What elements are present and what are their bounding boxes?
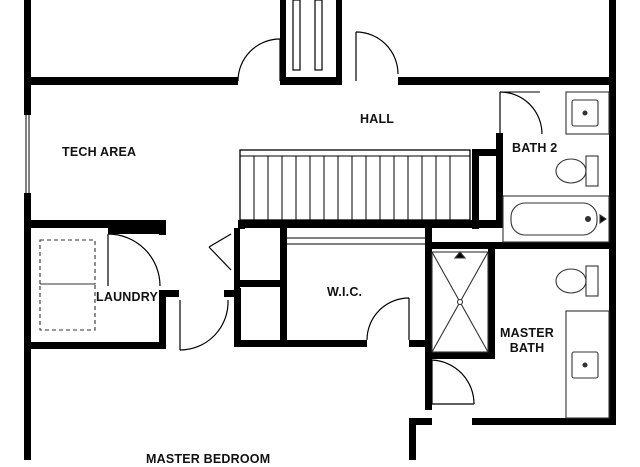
wall-laundry-bottom [24, 342, 166, 349]
door-laundry [107, 233, 161, 287]
wall-wic-top [425, 242, 503, 249]
bath2-vanity [565, 91, 610, 135]
staircase [239, 149, 471, 245]
wall-left-exterior [24, 0, 31, 460]
master-bath-vanity [565, 310, 610, 419]
room-label-laundry: LAUNDRY [96, 290, 159, 304]
wall-bath2-stub [472, 149, 479, 229]
room-label-hall: HALL [360, 112, 395, 126]
wall-shower-right [488, 249, 495, 353]
door-bath2 [499, 91, 543, 135]
wall-bath2-left [496, 133, 503, 228]
wall-wic-left [234, 288, 241, 346]
wall-laundry-door-top [108, 228, 164, 234]
wall-wic-bottom-left [234, 340, 367, 347]
door-closet-right [355, 31, 399, 75]
room-label-master-bath: MASTER BATH [500, 326, 554, 356]
master-shower [431, 251, 489, 353]
wall-closet-left [280, 0, 286, 85]
room-label-tech-area: TECH AREA [62, 145, 137, 159]
wall-closet-right [336, 0, 342, 85]
wall-mbath-bottom-left [425, 352, 432, 410]
walls [24, 0, 616, 460]
door-master-bath [431, 359, 475, 405]
washer-dryer [39, 239, 96, 331]
wall-bath2-bottom [496, 242, 616, 249]
wall-closet-bottom [280, 77, 342, 85]
wall-top-left [24, 77, 238, 85]
wall-linen-right [280, 228, 287, 346]
wall-mbath-bottom-stub [409, 418, 432, 425]
room-label-master-bath-line1: MASTER [500, 326, 554, 340]
wall-master-door-stub [224, 290, 240, 297]
wall-tech-bottom [24, 220, 159, 228]
wall-shower-bottom [425, 352, 495, 359]
wall-mbath-bottom [472, 418, 616, 425]
door-linen [208, 233, 232, 248]
wall-laundry-right [159, 290, 166, 348]
room-label-wic: W.I.C. [327, 285, 363, 299]
wall-top-right [398, 77, 616, 85]
wall-linen-bottom [234, 280, 286, 287]
wall-wic-right [425, 228, 432, 358]
wall-laundry-door-stub [159, 220, 166, 235]
door-master-bedroom [179, 299, 229, 351]
doors [107, 0, 543, 405]
wall-tech-bottom-b [238, 220, 503, 228]
bath2-tub [502, 195, 610, 243]
door-closet-left [237, 38, 281, 82]
wall-bath2-top [472, 149, 503, 156]
door-wic [366, 297, 410, 341]
room-label-master-bath-line2: BATH [509, 341, 545, 355]
wall-right-exterior [609, 0, 616, 425]
window-tech-area [24, 115, 31, 193]
bath2-toilet [555, 155, 599, 187]
wall-wic-bottom-right [409, 340, 432, 347]
master-bath-toilet [555, 265, 599, 297]
wall-mbath-left-lower [409, 418, 416, 460]
room-label-bath-2: BATH 2 [512, 141, 558, 155]
wall-laundry-stub [159, 290, 179, 297]
fixtures [39, 91, 610, 419]
wall-top-stub-left [24, 0, 31, 85]
wall-linen-left [234, 228, 240, 288]
